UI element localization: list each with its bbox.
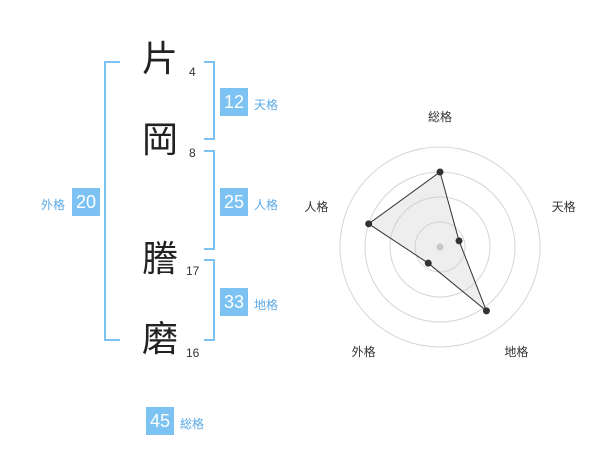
gaikaku-value: 20 xyxy=(72,188,100,216)
radar-axis-label-5: 人格 xyxy=(304,199,328,214)
stroke-count-2: 8 xyxy=(189,146,196,160)
radar-point-3 xyxy=(482,307,490,315)
chikaku-label: 地格 xyxy=(254,298,279,312)
name-char-3: 謄 xyxy=(141,239,178,280)
name-char-4: 磨 xyxy=(141,319,178,360)
name-char-2: 岡 xyxy=(141,120,178,161)
tenkaku-bracket xyxy=(204,61,215,140)
radar-point-1 xyxy=(436,168,444,176)
soukaku-value: 45 xyxy=(146,407,174,435)
radar-axis-label-4: 外格 xyxy=(352,344,376,359)
radar-ring-4 xyxy=(339,146,541,348)
radar-axis-label-3: 地格 xyxy=(504,344,528,359)
radar-area xyxy=(367,171,488,313)
gaikaku-label: 外格 xyxy=(41,198,66,212)
tenkaku-label: 天格 xyxy=(254,98,279,112)
radar-ring-2 xyxy=(389,196,491,298)
radar-ring-1 xyxy=(414,221,466,273)
radar-point-2 xyxy=(455,237,463,245)
stroke-count-4: 16 xyxy=(186,346,200,360)
jinkaku-label: 人格 xyxy=(254,198,279,212)
name-char-1: 片 xyxy=(141,39,178,80)
tenkaku-value: 12 xyxy=(220,88,248,116)
radar-axis-label-1: 総格 xyxy=(428,109,452,124)
radar-center-dot xyxy=(436,243,444,251)
radar-point-5 xyxy=(365,220,373,228)
radar-axis-label-2: 天格 xyxy=(552,199,576,214)
gaikaku-bracket xyxy=(104,61,120,341)
chikaku-bracket xyxy=(204,259,215,341)
stroke-count-3: 17 xyxy=(186,264,200,278)
jinkaku-bracket xyxy=(204,150,215,250)
soukaku-label: 総格 xyxy=(180,417,205,431)
jinkaku-value: 25 xyxy=(220,188,248,216)
radar-point-4 xyxy=(424,259,432,267)
stroke-count-1: 4 xyxy=(189,65,196,79)
chikaku-value: 33 xyxy=(220,288,248,316)
